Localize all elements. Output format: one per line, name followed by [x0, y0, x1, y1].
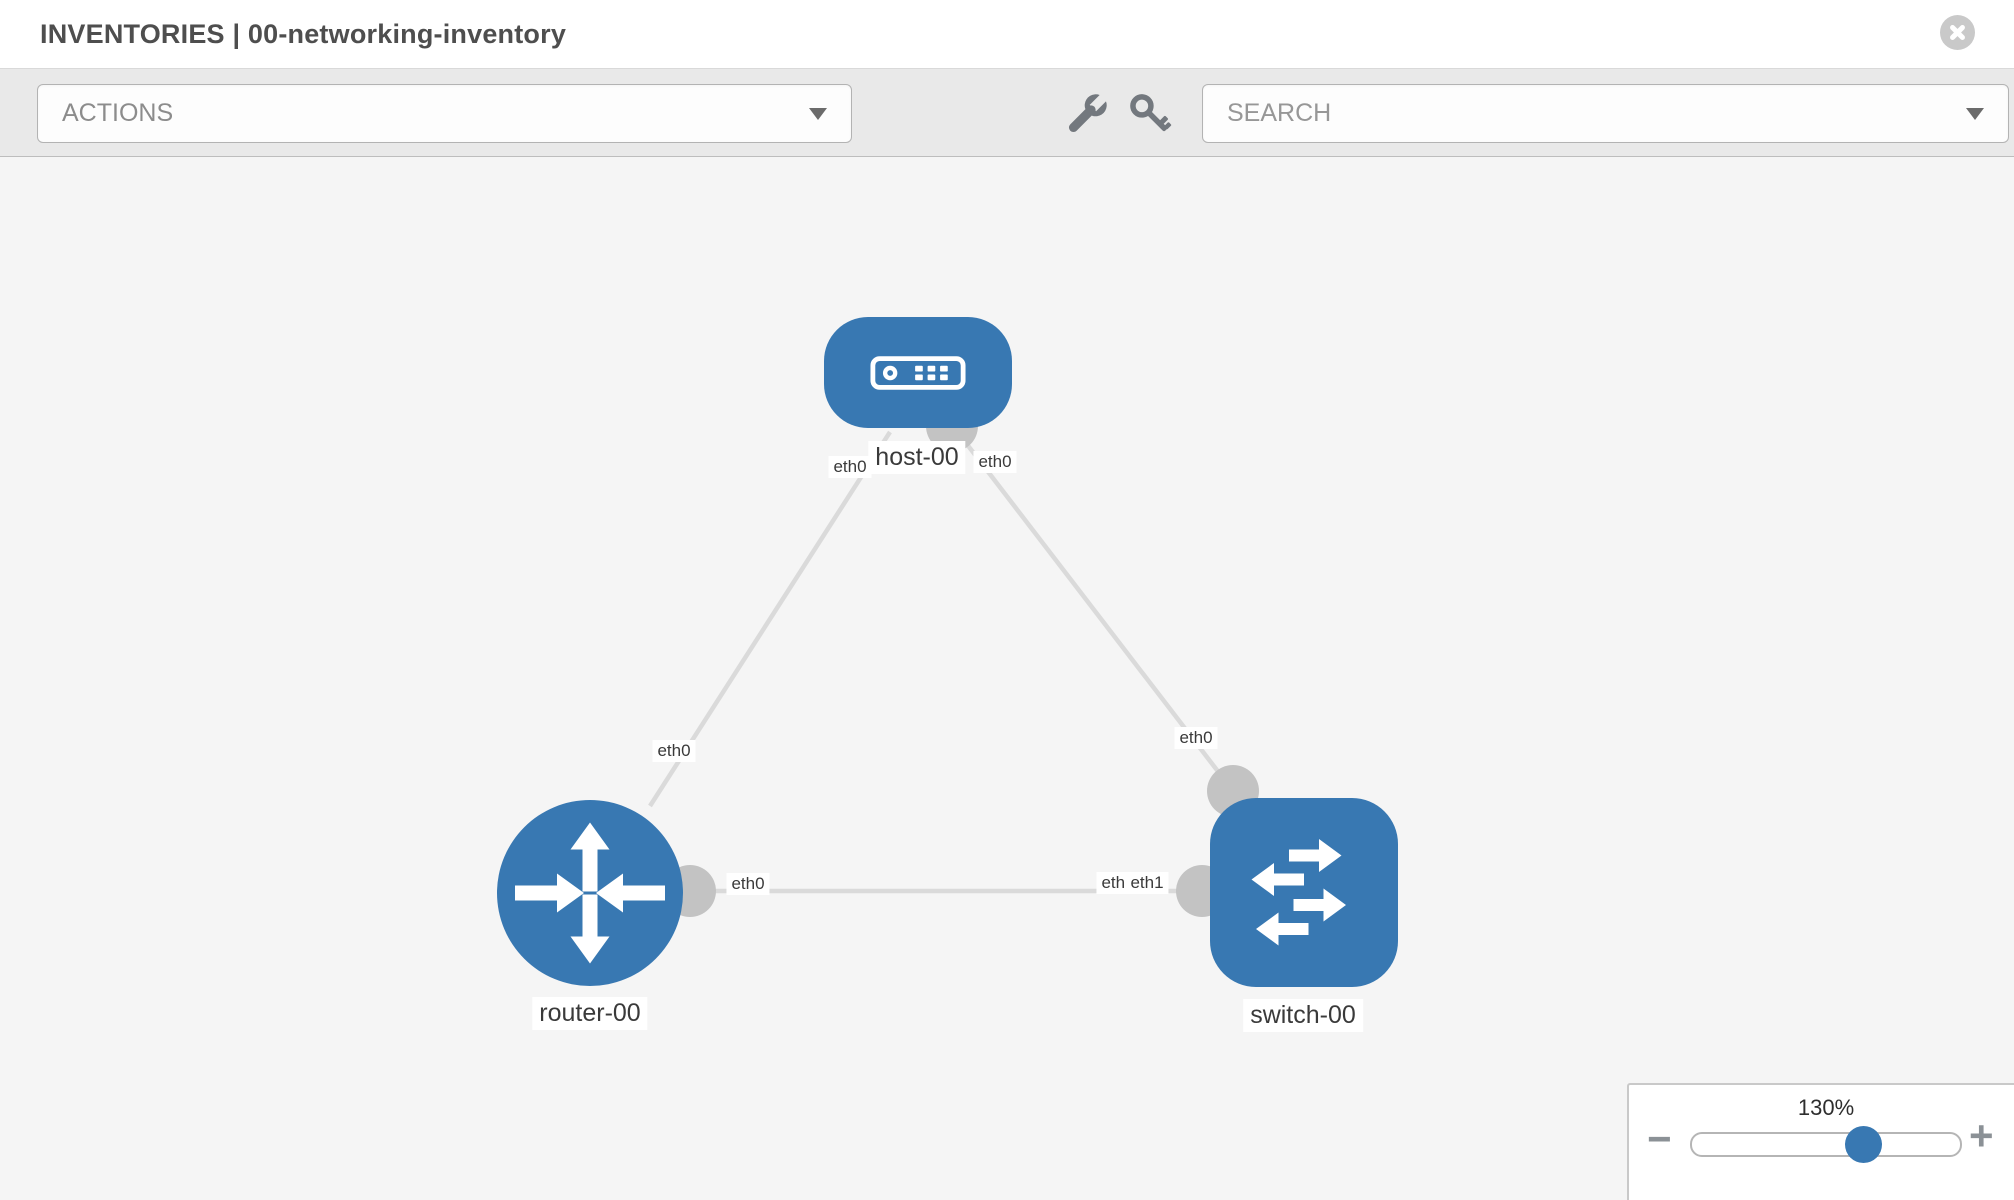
node-label-host: host-00	[868, 441, 966, 474]
router-arrows-icon	[515, 822, 665, 964]
wrench-icon[interactable]	[1063, 94, 1107, 138]
zoom-panel: 130% − +	[1627, 1083, 2014, 1200]
port-label: eth0	[1174, 727, 1218, 749]
toolbar: ACTIONS SEARCH	[0, 68, 2014, 157]
close-button[interactable]	[1940, 15, 1975, 50]
actions-dropdown[interactable]: ACTIONS	[37, 84, 852, 143]
chevron-down-icon	[809, 107, 827, 120]
key-icon[interactable]	[1130, 94, 1174, 138]
port-label: eth1	[1125, 872, 1169, 894]
node-router[interactable]	[497, 800, 683, 986]
page-title: INVENTORIES | 00-networking-inventory	[40, 19, 567, 49]
topology-canvas[interactable]	[0, 157, 2014, 1200]
port-label: eth0	[726, 873, 770, 895]
zoom-slider[interactable]	[1690, 1126, 1962, 1163]
actions-dropdown-label: ACTIONS	[62, 99, 174, 127]
node-label-router: router-00	[532, 997, 648, 1030]
zoom-slider-thumb[interactable]	[1845, 1126, 1882, 1163]
search-dropdown-label: SEARCH	[1227, 99, 1332, 127]
node-host[interactable]	[824, 317, 1012, 428]
title-bar: INVENTORIES | 00-networking-inventory	[0, 0, 2014, 68]
zoom-out-button[interactable]: −	[1647, 1115, 1672, 1162]
port-label: eth0	[973, 451, 1017, 473]
switch-arrows-icon	[1251, 838, 1346, 945]
node-label-switch: switch-00	[1243, 999, 1363, 1032]
node-switch[interactable]	[1210, 798, 1398, 987]
chevron-down-icon	[1966, 107, 1984, 120]
server-icon	[870, 355, 966, 390]
search-dropdown[interactable]: SEARCH	[1202, 84, 2009, 143]
port-label: eth0	[652, 740, 696, 762]
port-label: eth0	[828, 456, 872, 478]
zoom-in-button[interactable]: +	[1969, 1112, 1994, 1159]
zoom-value: 130%	[1797, 1095, 1855, 1120]
